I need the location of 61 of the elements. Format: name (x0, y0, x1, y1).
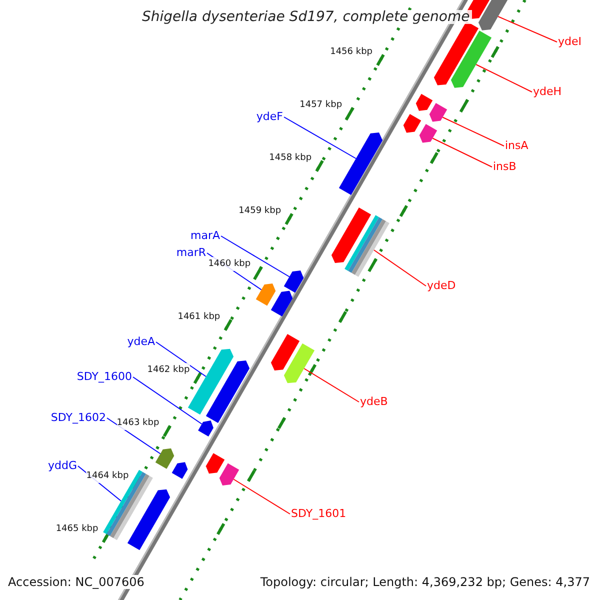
leader-line (106, 418, 161, 454)
scale-label: 1459 kbp (238, 204, 282, 218)
gene-feature (284, 270, 304, 293)
accession-text: Accession: NC_007606 (8, 575, 144, 589)
leader-line (132, 376, 202, 424)
gene-feature (478, 0, 508, 30)
scale-label: 1461 kbp (178, 310, 220, 324)
genome-stats-text: Topology: circular; Length: 4,369,232 bp; Genes: 4,377 (260, 575, 590, 589)
gene-label: ydeH (533, 85, 562, 99)
gene-label: ydeF (256, 110, 283, 124)
gene-label: SDY_1602 (50, 411, 106, 425)
leader-line (476, 64, 532, 92)
gene-label: ydeI (558, 35, 582, 49)
gene-feature (270, 290, 293, 316)
gene-feature (206, 453, 225, 474)
leader-line (304, 368, 360, 402)
gene-label: ydeD (427, 279, 456, 293)
gene-feature (256, 283, 276, 306)
scale-label: 1456 kbp (330, 45, 372, 59)
leader-line (442, 116, 504, 146)
leader-line (233, 478, 290, 514)
scale-label: 1458 kbp (269, 151, 312, 165)
gene-label: insA (505, 139, 528, 153)
gene-feature (338, 132, 383, 195)
gene-feature (127, 489, 170, 550)
leader-line (373, 250, 426, 286)
gene-feature (206, 360, 250, 423)
leader-line (432, 138, 492, 168)
gene-feature (155, 448, 174, 469)
gene-feature (344, 215, 390, 277)
leader-line (498, 16, 558, 42)
gene-label: marA (190, 229, 220, 243)
gene-feature (403, 114, 422, 133)
gene-feature (219, 463, 240, 486)
scale-label: 1464 kbp (86, 469, 129, 483)
gene-label: ydeA (127, 335, 155, 349)
gene-feature (270, 334, 300, 370)
leader-line (156, 342, 206, 377)
gene-feature (419, 124, 438, 143)
gene-label: SDY_1600 (76, 370, 132, 384)
gene-feature (188, 348, 234, 415)
gene-feature (450, 30, 492, 88)
gene-label: SDY_1601 (291, 507, 346, 521)
scale-label: 1457 kbp (300, 98, 342, 112)
gene-feature (172, 462, 188, 479)
scale-label: 1462 kbp (147, 363, 190, 377)
genome-title: Shigella dysenteriae Sd197, complete genome (140, 10, 472, 24)
gene-feature (429, 102, 448, 122)
gene-feature (198, 420, 214, 436)
gene-feature (331, 208, 372, 263)
gene-label: yddG (48, 459, 77, 473)
scale-label: 1465 kbp (56, 522, 98, 536)
gene-label: ydeB (360, 395, 388, 409)
gene-feature (284, 343, 315, 384)
leader-line (220, 236, 290, 278)
leader-line (284, 116, 356, 159)
gene-label: insB (493, 160, 516, 174)
gene-feature (416, 94, 433, 111)
gene-label: marR (176, 246, 206, 260)
scale-label: 1463 kbp (116, 416, 160, 430)
scale-label: 1460 kbp (208, 257, 251, 271)
